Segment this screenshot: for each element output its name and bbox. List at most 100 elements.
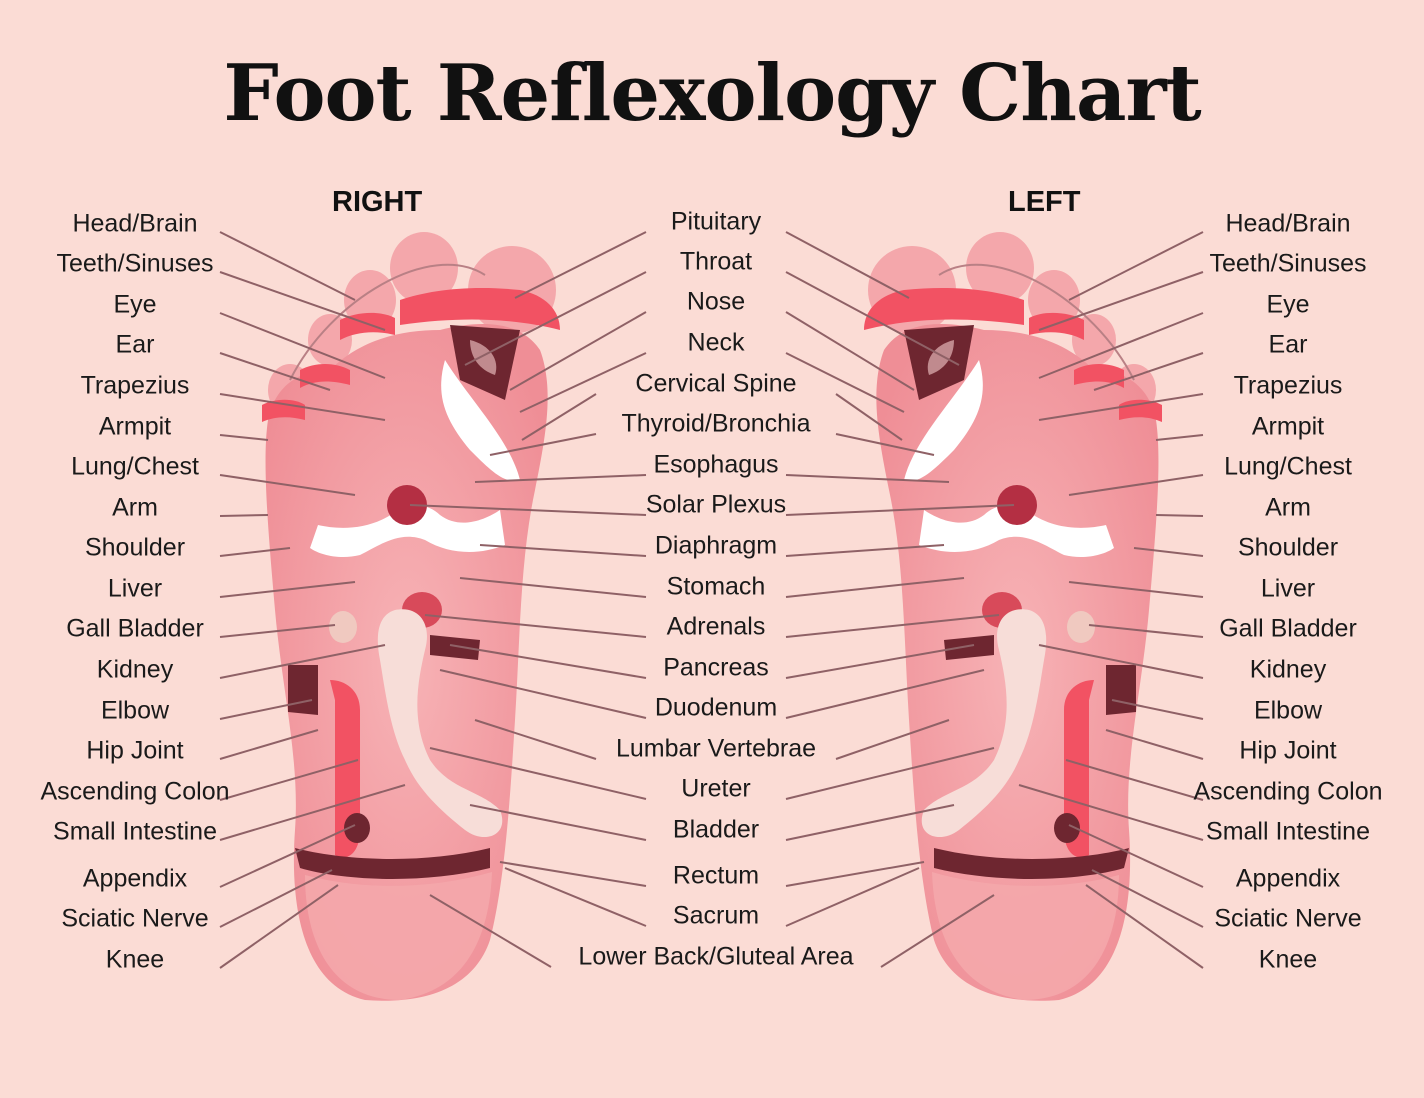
leader-line: [469, 804, 647, 841]
leader-line: [459, 577, 647, 598]
center-column-label: Esophagus: [653, 450, 779, 479]
center-column-label: Nose: [686, 287, 746, 316]
right-column-label: Gall Bladder: [1219, 614, 1357, 643]
left-column-label: Arm: [112, 493, 158, 522]
leader-line: [1018, 784, 1204, 841]
left-column-label: Ascending Colon: [40, 777, 230, 806]
left-column-label: Small Intestine: [53, 817, 217, 846]
center-column-label: Pituitary: [670, 207, 762, 236]
right-column-label: Shoulder: [1237, 533, 1339, 562]
leader-line: [489, 433, 597, 456]
left-column-label: Eye: [113, 290, 157, 319]
center-column-label: Rectum: [672, 861, 760, 890]
center-column-label: Cervical Spine: [635, 369, 797, 398]
center-column-label: Lumbar Vertebrae: [615, 734, 817, 763]
left-column-label: Hip Joint: [86, 736, 184, 765]
leader-line: [785, 804, 955, 841]
center-column-label: Adrenals: [666, 612, 766, 641]
leader-line: [439, 669, 647, 719]
leader-line: [474, 719, 597, 760]
leader-line: [785, 867, 920, 927]
leader-line: [464, 271, 647, 366]
leader-line: [219, 869, 333, 928]
right-column-label: Ascending Colon: [1193, 777, 1383, 806]
leader-line: [219, 231, 356, 301]
leader-lines: [219, 231, 1204, 969]
right-column-label: Kidney: [1249, 655, 1327, 684]
right-column-label: Liver: [1260, 574, 1316, 603]
left-column-label: Trapezius: [80, 371, 190, 400]
leader-line: [219, 759, 359, 801]
leader-line: [219, 644, 386, 679]
leader-line: [1111, 699, 1204, 720]
leader-line: [409, 504, 647, 516]
leader-line: [1038, 644, 1204, 679]
leader-line: [219, 312, 386, 379]
leader-line: [514, 231, 647, 299]
leader-line: [785, 577, 965, 598]
right-foot-label: RIGHT: [332, 186, 423, 218]
leader-line: [504, 867, 647, 927]
right-column-label: Armpit: [1251, 412, 1325, 441]
leader-line: [1088, 624, 1204, 638]
solar-plexus-point: [387, 485, 427, 525]
left-column-label: Gall Bladder: [66, 614, 204, 643]
left-foot-label: LEFT: [1008, 186, 1081, 218]
leader-line: [424, 614, 647, 638]
leader-line: [785, 861, 925, 887]
right-column-label: Hip Joint: [1239, 736, 1337, 765]
leader-line: [1133, 547, 1204, 557]
leader-line: [509, 311, 647, 391]
center-column-label: Bladder: [672, 815, 760, 844]
center-column-label: Ureter: [681, 774, 751, 803]
leader-line: [519, 352, 647, 413]
leader-line: [835, 433, 935, 456]
leader-line: [219, 352, 331, 391]
leader-line: [1068, 824, 1204, 888]
leader-line: [1065, 759, 1204, 801]
leader-line: [785, 231, 910, 299]
leader-line: [1068, 231, 1204, 301]
leader-line: [219, 271, 386, 331]
left-column-label: Ear: [115, 330, 155, 359]
center-column-label: Duodenum: [654, 693, 778, 722]
leader-line: [785, 669, 985, 719]
center-column-label: Pancreas: [663, 653, 769, 682]
leader-line: [219, 434, 269, 441]
leader-line: [785, 352, 905, 413]
right-column-label: Appendix: [1235, 864, 1341, 893]
left-column-label: Liver: [107, 574, 163, 603]
left-column-label: Teeth/Sinuses: [56, 249, 214, 278]
leader-line: [785, 644, 975, 679]
left-column-label: Armpit: [98, 412, 172, 441]
leader-line: [219, 581, 356, 598]
right-column-label: Trapezius: [1233, 371, 1343, 400]
leader-line: [1085, 884, 1204, 969]
leader-line: [429, 894, 552, 968]
right-column-label: Small Intestine: [1206, 817, 1370, 846]
leader-line: [1068, 474, 1204, 496]
right-column-label: Lung/Chest: [1224, 452, 1352, 481]
leader-line: [219, 699, 313, 720]
leader-line: [1038, 271, 1204, 331]
leader-line: [474, 474, 647, 483]
leader-line: [1091, 869, 1204, 928]
leader-line: [219, 784, 406, 841]
leader-line: [785, 504, 1015, 516]
leader-line: [219, 514, 269, 517]
right-column-label: Sciatic Nerve: [1214, 904, 1362, 933]
leader-line: [479, 544, 647, 557]
leader-line: [521, 393, 597, 441]
leader-line: [1068, 581, 1204, 598]
right-column-label: Arm: [1265, 493, 1311, 522]
leader-line: [785, 474, 950, 483]
leader-line: [219, 884, 339, 969]
left-column-label: Knee: [105, 945, 165, 974]
leader-line: [835, 719, 950, 760]
left-column-label: Head/Brain: [72, 209, 198, 238]
center-column-label: Stomach: [666, 572, 766, 601]
leader-line: [449, 644, 647, 679]
leader-line: [1038, 312, 1204, 379]
center-column-label: Sacrum: [672, 901, 760, 930]
